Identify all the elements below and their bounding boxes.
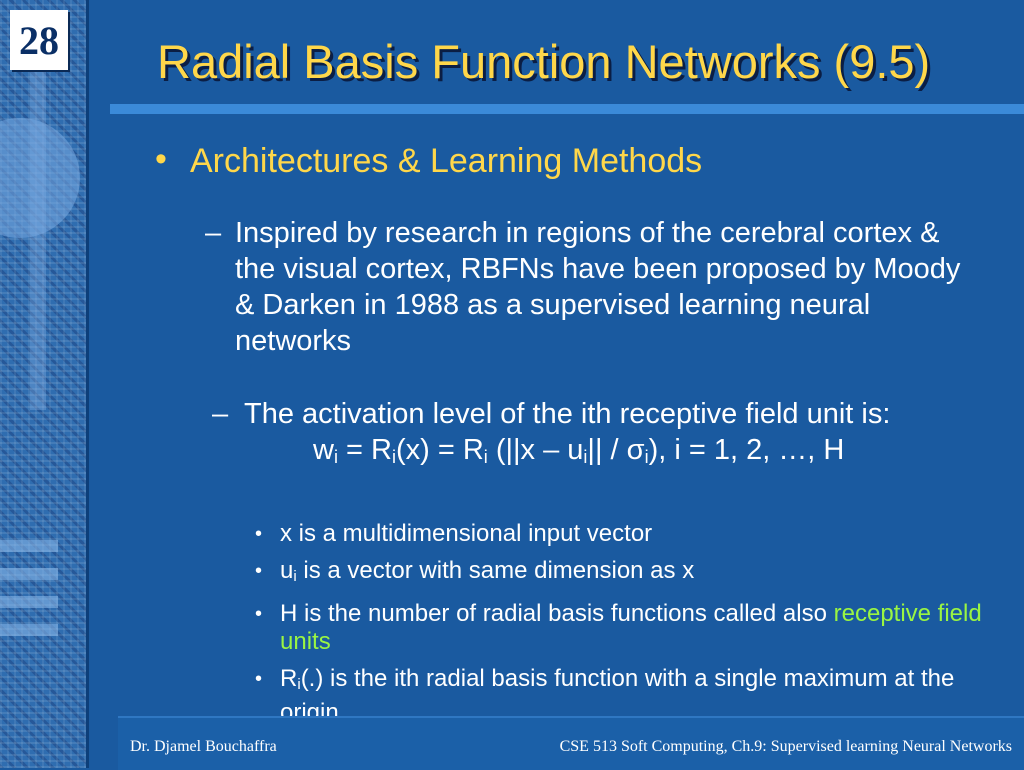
slide-number: 28 <box>10 10 68 70</box>
formula-part: (x) = R <box>395 434 484 466</box>
bullet-dot: • <box>255 523 263 545</box>
text-part: R <box>280 665 298 692</box>
list-item-text: H is the number of radial basis function… <box>255 600 1015 656</box>
formula-sub-i: i <box>391 447 396 467</box>
dash-marker: – <box>205 217 222 249</box>
strip-bar-2 <box>0 568 58 580</box>
bullet-dot: • <box>255 560 263 582</box>
list-item: • x is a multidimensional input vector <box>255 520 1015 548</box>
formula-part: = R <box>337 434 392 466</box>
main-bullet-text: Architectures & Learning Methods <box>190 142 703 180</box>
dash-marker: – <box>212 398 229 430</box>
strip-bar-1 <box>0 540 58 552</box>
bullet-dot: • <box>255 668 263 690</box>
sub-point-inspired-text: Inspired by research in regions of the c… <box>235 217 961 357</box>
text-part: H is the number of radial basis function… <box>280 600 834 627</box>
bullet-dot: • <box>255 603 263 625</box>
subscript: i <box>297 676 301 693</box>
formula-w: w <box>313 434 334 466</box>
strip-circle-decoration <box>0 118 80 238</box>
list-item: • H is the number of radial basis functi… <box>255 600 1015 656</box>
bullet-dot: • <box>155 140 167 178</box>
detail-list: • x is a multidimensional input vector •… <box>255 520 1015 736</box>
list-item-text: Ri(.) is the ith radial basis function w… <box>255 665 1015 727</box>
formula-sub-i: i <box>483 447 488 467</box>
formula-sub-i: i <box>333 447 338 467</box>
sub-point-activation-text: The activation level of the ith receptiv… <box>244 398 891 430</box>
text-part: (.) is the ith radial basis function wit… <box>280 665 955 726</box>
decorative-left-strip <box>0 0 86 768</box>
list-item: • Ri(.) is the ith radial basis function… <box>255 665 1015 727</box>
list-item: • ui is a vector with same dimension as … <box>255 557 1015 591</box>
formula-part: || / σ <box>587 434 645 466</box>
slide-footer: Dr. Djamel Bouchaffra CSE 513 Soft Compu… <box>118 716 1024 770</box>
text-part: u <box>280 557 294 584</box>
strip-bar-4 <box>0 624 58 636</box>
title-underline <box>110 104 1024 114</box>
slide-title: Radial Basis Function Networks (9.5) <box>157 35 931 88</box>
formula-sub-i: i <box>644 447 649 467</box>
strip-bar-3 <box>0 596 58 608</box>
subscript: i <box>293 568 297 585</box>
formula-sub-i: i <box>583 447 588 467</box>
strip-edge-divider <box>86 0 89 768</box>
list-item-text: ui is a vector with same dimension as x <box>255 557 1015 591</box>
text-part: is a vector with same dimension as x <box>296 557 695 584</box>
activation-formula: wi = Ri(x) = Ri (||x – ui|| / σi), i = 1… <box>313 434 844 468</box>
highlighted-term: receptive field units <box>280 600 982 655</box>
footer-course: CSE 513 Soft Computing, Ch.9: Supervised… <box>559 738 1012 755</box>
formula-part: (||x – u <box>487 434 584 466</box>
list-item-text: x is a multidimensional input vector <box>280 520 653 547</box>
footer-author: Dr. Djamel Bouchaffra <box>130 738 277 755</box>
formula-part: ), i = 1, 2, …, H <box>648 434 845 466</box>
